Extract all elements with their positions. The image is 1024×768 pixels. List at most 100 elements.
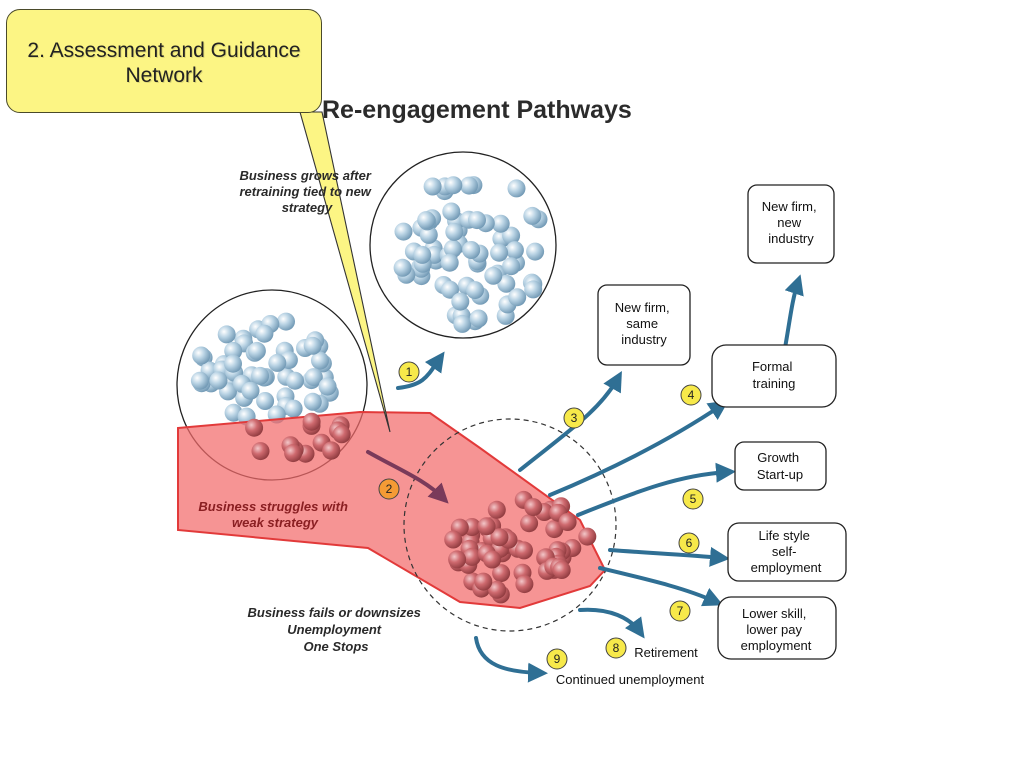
marker-m1-label: 1 bbox=[406, 365, 413, 379]
sphere bbox=[303, 336, 322, 355]
sphere bbox=[505, 241, 524, 260]
sphere bbox=[451, 292, 470, 311]
label-business-grows: Business grows after retraining tied to … bbox=[239, 168, 374, 215]
label-formal-training: Formal training bbox=[752, 359, 796, 391]
sphere bbox=[224, 354, 242, 373]
sphere bbox=[502, 257, 521, 276]
sphere bbox=[462, 241, 481, 259]
current-sphere-cluster bbox=[190, 312, 339, 426]
box-growth-startup bbox=[734, 441, 827, 491]
sphere bbox=[488, 580, 507, 599]
arrow-4b bbox=[783, 274, 804, 350]
sphere bbox=[251, 366, 270, 385]
label-lower-skill: Lower skill, lower pay employment bbox=[741, 606, 812, 653]
sphere bbox=[453, 314, 472, 333]
sphere bbox=[474, 572, 493, 591]
sphere bbox=[304, 368, 323, 387]
sphere bbox=[487, 500, 506, 519]
marker-m2-badge bbox=[378, 478, 400, 500]
sphere bbox=[241, 381, 260, 400]
sphere bbox=[484, 266, 503, 285]
marker-m7-label: 7 bbox=[677, 604, 684, 618]
box-lifestyle bbox=[727, 522, 847, 582]
arrow-7 bbox=[598, 566, 724, 607]
sphere bbox=[277, 312, 295, 331]
label-lifestyle: Life style self- employment bbox=[751, 528, 822, 575]
marker-m5-label: 5 bbox=[690, 492, 697, 506]
sphere bbox=[520, 514, 539, 533]
sphere bbox=[209, 371, 228, 390]
sphere bbox=[552, 561, 571, 579]
label-retirement: Retirement bbox=[634, 645, 698, 660]
sphere bbox=[526, 242, 545, 261]
sphere bbox=[440, 253, 459, 272]
sphere bbox=[502, 226, 521, 245]
arrow-5 bbox=[576, 462, 736, 517]
sphere bbox=[251, 442, 270, 461]
sphere bbox=[508, 288, 527, 307]
destination-boxes bbox=[597, 184, 847, 660]
marker-m8-badge bbox=[605, 637, 627, 659]
sphere bbox=[491, 214, 510, 233]
sphere bbox=[393, 258, 412, 277]
box-formal-training bbox=[711, 344, 837, 408]
sphere bbox=[490, 243, 509, 262]
sphere bbox=[515, 575, 534, 594]
sphere bbox=[442, 202, 461, 221]
marker-m2-label: 2 bbox=[386, 482, 393, 496]
sphere bbox=[303, 392, 322, 411]
sphere bbox=[462, 547, 481, 566]
callout-line-2: Network bbox=[125, 64, 203, 87]
sphere bbox=[444, 530, 463, 549]
struggling-sphere-cluster bbox=[245, 412, 351, 463]
arrow-8 bbox=[578, 607, 645, 639]
box-lower-skill bbox=[717, 596, 837, 660]
sphere bbox=[419, 225, 438, 244]
marker-m6-label: 6 bbox=[686, 536, 693, 550]
box-new-firm-new-industry bbox=[747, 184, 835, 264]
sphere bbox=[217, 325, 236, 344]
sphere bbox=[394, 222, 413, 241]
sphere bbox=[192, 346, 211, 365]
sphere bbox=[332, 425, 351, 444]
sphere bbox=[545, 520, 564, 539]
sphere bbox=[255, 324, 274, 343]
sphere bbox=[469, 309, 488, 328]
assessment-callout: 2. Assessment and Guidance Network bbox=[6, 9, 322, 113]
marker-m1-badge bbox=[398, 361, 420, 383]
sphere bbox=[413, 245, 432, 264]
unemployment-sphere-cluster bbox=[444, 490, 597, 604]
marker-m5-badge bbox=[682, 488, 704, 510]
label-new-firm-same-industry: New firm, same industry bbox=[615, 300, 674, 347]
sphere bbox=[460, 176, 478, 195]
label-business-fails: Business fails or downsizes Unemployment… bbox=[247, 605, 424, 654]
sphere bbox=[302, 412, 321, 431]
sphere bbox=[490, 528, 509, 547]
arrow-2 bbox=[366, 450, 449, 504]
marker-m7-badge bbox=[669, 600, 691, 622]
sphere bbox=[558, 513, 577, 531]
unemployment-circle bbox=[403, 418, 617, 632]
arrow-4 bbox=[548, 400, 729, 497]
marker-m3-badge bbox=[563, 407, 585, 429]
sphere bbox=[468, 211, 486, 230]
sphere bbox=[524, 280, 543, 299]
sphere bbox=[268, 353, 287, 372]
sphere bbox=[286, 371, 304, 390]
pathway-arrows bbox=[396, 274, 804, 683]
sphere bbox=[578, 527, 597, 546]
sphere bbox=[507, 179, 526, 198]
marker-m9-label: 9 bbox=[554, 652, 561, 666]
label-new-firm-new-industry: New firm, new industry bbox=[762, 199, 821, 246]
sphere bbox=[318, 377, 337, 396]
sphere bbox=[445, 222, 464, 241]
sphere bbox=[284, 399, 303, 418]
label-growth-startup: Growth Start-up bbox=[757, 450, 803, 482]
sphere bbox=[224, 341, 243, 360]
sphere bbox=[466, 281, 484, 300]
sphere bbox=[417, 211, 436, 230]
marker-m8-label: 8 bbox=[613, 641, 620, 655]
sphere bbox=[443, 239, 462, 258]
sphere bbox=[311, 351, 329, 370]
